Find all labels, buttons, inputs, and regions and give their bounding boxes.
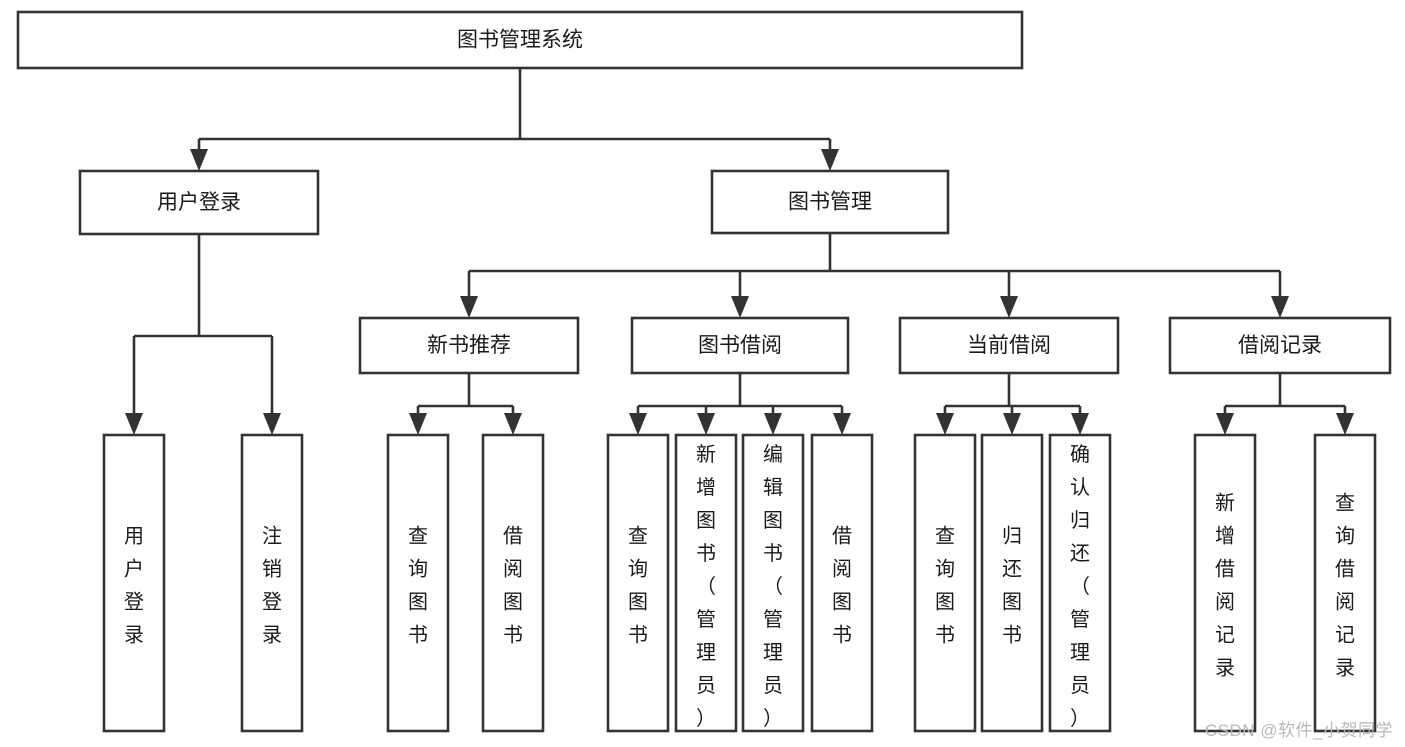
watermark-label: CSDN @软件_小贺同学 — [1204, 721, 1393, 740]
node-leaf-borrow-book-2[interactable]: 借阅图书 — [810, 433, 874, 733]
node-leaf-query-book-3-box[interactable] — [913, 433, 977, 733]
node-borrow-record-label: 借阅记录 — [1238, 334, 1322, 357]
node-leaf-confirm-return[interactable]: 确认归还（管理员） — [1048, 433, 1112, 733]
node-leaf-user-logout-box[interactable] — [240, 433, 304, 733]
node-leaf-borrow-book-2-label: 借阅图书 — [832, 525, 852, 647]
node-leaf-user-logout[interactable]: 注销登录 — [240, 433, 304, 733]
node-leaf-add-book-label: 新增图书（管理员） — [696, 443, 716, 730]
node-book-management-label: 图书管理 — [788, 191, 872, 214]
node-leaf-add-book-box[interactable] — [674, 433, 738, 733]
node-user-login-label: 用户登录 — [157, 191, 241, 214]
node-user-login[interactable]: 用户登录 — [78, 169, 320, 236]
edge-current-borrow-to-leaf-query-book-3-head — [936, 413, 954, 435]
node-leaf-return-book[interactable]: 归还图书 — [980, 433, 1044, 733]
node-leaf-edit-book[interactable]: 编辑图书（管理员） — [741, 433, 805, 733]
edge-book-borrow-to-leaf-edit-book-head — [764, 413, 782, 435]
node-leaf-user-logout-label: 注销登录 — [262, 525, 282, 647]
node-leaf-query-book-1-box[interactable] — [386, 433, 450, 733]
node-leaf-borrow-book-1[interactable]: 借阅图书 — [481, 433, 545, 733]
node-user-login-box[interactable] — [78, 169, 320, 236]
node-leaf-query-book-1-label: 查询图书 — [408, 525, 428, 647]
node-leaf-query-book-1[interactable]: 查询图书 — [386, 433, 450, 733]
node-leaf-add-record-label: 新增借阅记录 — [1215, 492, 1235, 680]
node-book-borrow-box[interactable] — [630, 316, 850, 375]
edge-borrow-record-to-leaf-add-record-head — [1216, 413, 1234, 435]
node-leaf-query-book-2-label: 查询图书 — [628, 525, 648, 647]
node-leaf-user-login-box[interactable] — [102, 433, 166, 733]
node-borrow-record[interactable]: 借阅记录 — [1168, 316, 1392, 375]
edge-book-borrow-to-leaf-add-book-head — [697, 413, 715, 435]
node-current-borrow-label: 当前借阅 — [967, 334, 1051, 357]
node-book-management[interactable]: 图书管理 — [710, 169, 950, 235]
node-root-box[interactable] — [16, 10, 1024, 70]
edge-bm-to-new-book-recommend-head — [460, 296, 478, 318]
edges-layer — [125, 68, 1354, 435]
edge-bm-to-borrow-record-head — [1271, 296, 1289, 318]
node-leaf-edit-book-box[interactable] — [741, 433, 805, 733]
node-book-borrow[interactable]: 图书借阅 — [630, 316, 850, 375]
node-borrow-record-box[interactable] — [1168, 316, 1392, 375]
node-leaf-add-record[interactable]: 新增借阅记录 — [1193, 433, 1257, 733]
node-leaf-borrow-book-1-label: 借阅图书 — [503, 525, 523, 647]
node-leaf-return-book-box[interactable] — [980, 433, 1044, 733]
node-leaf-query-record[interactable]: 查询借阅记录 — [1313, 433, 1377, 733]
edge-current-borrow-to-leaf-confirm-return-head — [1071, 413, 1089, 435]
node-root[interactable]: 图书管理系统 — [16, 10, 1024, 70]
node-new-book-recommend-label: 新书推荐 — [427, 334, 511, 357]
edge-bm-to-current-borrow-head — [1000, 296, 1018, 318]
edge-borrow-record-to-leaf-query-record-head — [1336, 413, 1354, 435]
edge-root-to-book-management-head — [821, 149, 839, 171]
node-current-borrow-box[interactable] — [898, 316, 1120, 375]
node-leaf-query-book-3-label: 查询图书 — [935, 525, 955, 647]
edge-book-borrow-to-leaf-query-book-2-head — [629, 413, 647, 435]
node-book-borrow-label: 图书借阅 — [698, 334, 782, 357]
node-book-management-box[interactable] — [710, 169, 950, 235]
edge-bm-to-book-borrow-head — [731, 296, 749, 318]
node-leaf-borrow-book-1-box[interactable] — [481, 433, 545, 733]
node-leaf-user-login-label: 用户登录 — [124, 526, 144, 647]
node-current-borrow[interactable]: 当前借阅 — [898, 316, 1120, 375]
node-leaf-query-record-label: 查询借阅记录 — [1335, 492, 1355, 680]
node-leaf-return-book-label: 归还图书 — [1002, 525, 1022, 647]
node-leaf-confirm-return-label: 确认归还（管理员） — [1070, 443, 1090, 730]
node-leaf-borrow-book-2-box[interactable] — [810, 433, 874, 733]
edge-root-to-user-login-head — [190, 149, 208, 171]
node-new-book-recommend[interactable]: 新书推荐 — [358, 316, 580, 375]
node-leaf-query-book-2-box[interactable] — [606, 433, 670, 733]
node-leaf-add-record-box[interactable] — [1193, 433, 1257, 733]
node-leaf-add-book[interactable]: 新增图书（管理员） — [674, 433, 738, 733]
node-leaf-query-book-2[interactable]: 查询图书 — [606, 433, 670, 733]
node-leaf-edit-book-label: 编辑图书（管理员） — [763, 443, 783, 730]
node-leaf-user-login[interactable]: 用户登录 — [102, 433, 166, 733]
edge-current-borrow-to-leaf-return-book-head — [1003, 413, 1021, 435]
edge-new-book-recommend-to-leaf-borrow-book-1-head — [504, 413, 522, 435]
node-leaf-query-record-box[interactable] — [1313, 433, 1377, 733]
edge-new-book-recommend-to-leaf-query-book-1-head — [409, 413, 427, 435]
edge-book-borrow-to-leaf-borrow-book-2-head — [833, 413, 851, 435]
edge-user-login-to-leaf-user-login-head — [125, 413, 143, 435]
nodes-layer: 图书管理系统用户登录用户登录注销登录图书管理新书推荐查询图书借阅图书图书借阅查询… — [16, 10, 1392, 733]
edge-user-login-to-leaf-user-logout-head — [263, 413, 281, 435]
node-new-book-recommend-box[interactable] — [358, 316, 580, 375]
node-root-label: 图书管理系统 — [457, 29, 583, 52]
node-leaf-confirm-return-box[interactable] — [1048, 433, 1112, 733]
node-leaf-query-book-3[interactable]: 查询图书 — [913, 433, 977, 733]
